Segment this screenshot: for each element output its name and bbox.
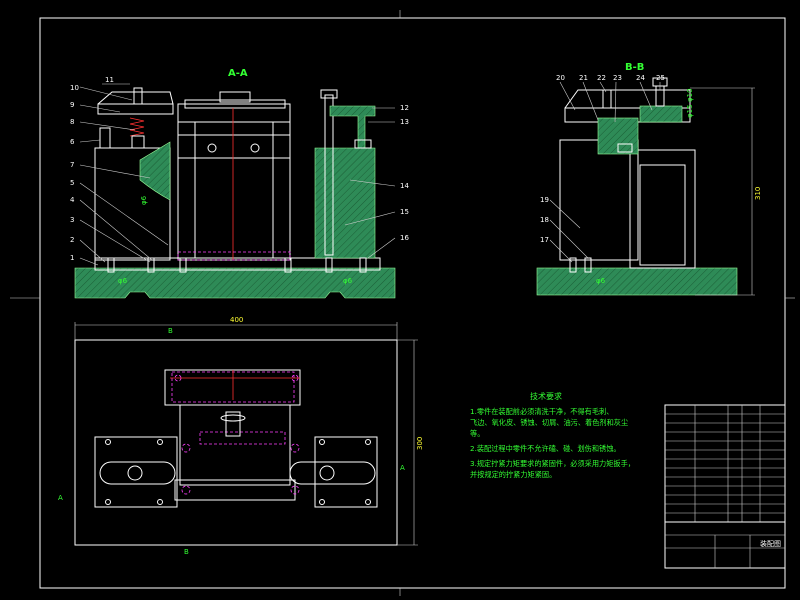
svg-text:6: 6 [70,138,75,146]
title-block-drawing-name: 装配图 [760,539,781,548]
svg-text:3: 3 [70,216,74,224]
technical-requirement-line: 2.装配过程中零件不允许磕、碰、划伤和锈蚀。 [470,444,621,453]
svg-text:19: 19 [540,196,549,204]
bb-callouts-left: 19 18 17 [540,196,589,263]
aa-left-hatch-wedge [139,141,171,201]
svg-text:17: 17 [540,236,549,244]
svg-text:φ10: φ10 [686,88,694,102]
plan-left-clamp [94,436,178,508]
technical-requirement-line: 1.零件在装配前必须清洗干净，不得有毛刺、 [470,407,614,416]
svg-text:20: 20 [556,74,565,82]
svg-text:φ15: φ15 [686,104,694,118]
svg-text:18: 18 [540,216,549,224]
svg-text:7: 7 [70,161,74,169]
svg-text:1: 1 [70,254,74,262]
aa-callouts-left: 10 9 8 6 7 5 4 3 2 1 11 [70,76,169,266]
svg-text:13: 13 [400,118,409,126]
svg-text:16: 16 [400,234,409,242]
section-aa-title: A-A [228,68,248,79]
technical-requirement-line: 等。 [470,429,485,438]
aa-base-plate [74,267,396,299]
svg-text:φ6: φ6 [343,277,353,285]
svg-text:21: 21 [579,74,588,82]
section-aa-view: A-A [70,68,409,299]
aa-clamp-arm [97,103,174,115]
svg-text:400: 400 [230,316,243,324]
svg-text:φ6: φ6 [596,277,606,285]
bb-base-plate [536,267,738,296]
svg-text:8: 8 [70,118,74,126]
aa-bolts [107,257,367,273]
svg-text:15: 15 [400,208,409,216]
section-bb-view: B-B 310 φ10 φ15 φ6 20 21 22 23 24 25 [536,62,762,296]
svg-text:11: 11 [105,76,114,84]
svg-text:24: 24 [636,74,645,82]
svg-text:φ6: φ6 [140,195,148,205]
svg-text:310: 310 [754,187,762,200]
aa-callouts-right: 12 13 14 15 16 [344,104,409,259]
svg-text:25: 25 [656,74,665,82]
title-block: 装配图 [664,404,786,569]
aa-right-block [314,147,376,259]
svg-text:2: 2 [70,236,74,244]
plan-view: 400 300 B B A [58,316,424,556]
plan-base-outline [74,339,398,546]
svg-text:5: 5 [70,179,74,187]
svg-text:4: 4 [70,196,75,204]
svg-text:22: 22 [597,74,606,82]
svg-text:12: 12 [400,104,409,112]
technical-requirements-title: 技术要求 [530,392,562,401]
svg-text:A: A [400,464,405,472]
svg-text:B: B [168,327,173,335]
technical-requirement-line: 3.规定拧紧力矩要求的紧固件，必须采用力矩扳手， [470,459,635,468]
svg-text:φ6: φ6 [118,277,128,285]
svg-text:10: 10 [70,84,79,92]
svg-text:9: 9 [70,101,74,109]
svg-text:A: A [58,494,63,502]
bb-callouts-top: 20 21 22 23 24 25 [556,74,665,123]
section-bb-title: B-B [625,62,644,73]
svg-text:300: 300 [416,437,424,450]
svg-text:23: 23 [613,74,622,82]
technical-requirement-line: 并按规定的拧紧力矩紧固。 [470,470,557,479]
sheet-border [10,10,795,596]
technical-requirement-line: 飞边、氧化皮、锈蚀、切屑、油污、着色剂和灰尘 [470,418,629,427]
svg-text:14: 14 [400,182,409,190]
plan-right-clamp [314,436,378,508]
svg-text:B: B [184,548,189,556]
